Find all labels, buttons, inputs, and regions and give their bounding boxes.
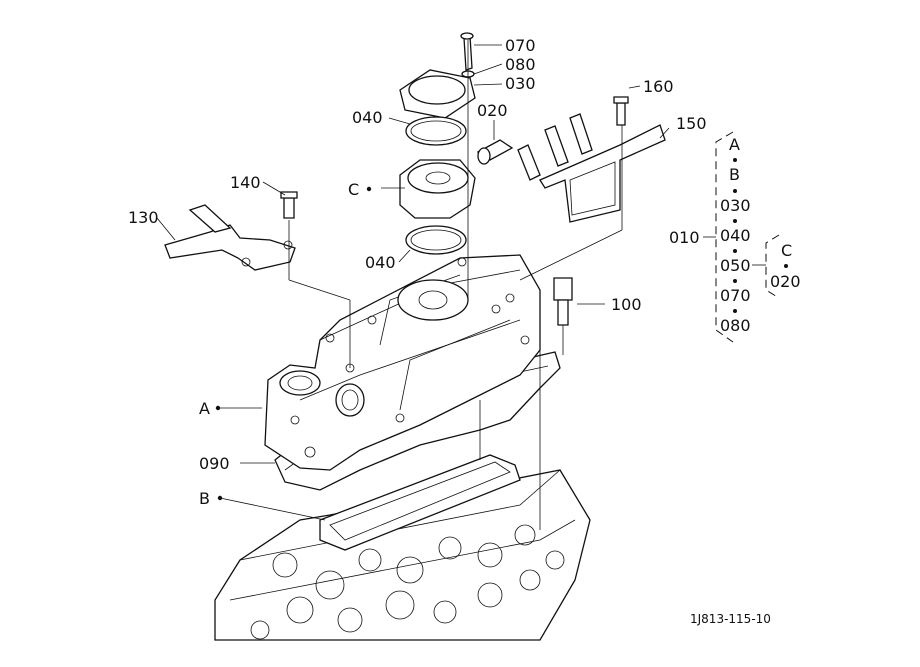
callout-a: A: [199, 399, 210, 418]
legend-item-030: 030: [720, 196, 751, 215]
callout-dots: [215, 186, 372, 501]
callout-070: 070: [505, 36, 536, 55]
gasket-plate-b: [319, 454, 521, 551]
legend-item-080: 080: [720, 316, 751, 335]
bracket-150: [517, 96, 666, 223]
callout-150: 150: [676, 114, 707, 133]
breather-assembly: [399, 32, 514, 255]
assembly-lines: [288, 40, 623, 530]
callout-c: C: [348, 180, 359, 199]
cylinder-head: [214, 469, 591, 641]
callout-090: 090: [199, 454, 230, 473]
legend-sub-020: 020: [770, 272, 801, 291]
legend-item-070: 070: [720, 286, 751, 305]
legend-assembly-010: 010: [669, 228, 700, 247]
callout-020: 020: [477, 101, 508, 120]
legend-item-b: B: [729, 165, 740, 184]
callout-100: 100: [611, 295, 642, 314]
drawing-number: 1J813-115-10: [690, 612, 771, 626]
callout-140: 140: [230, 173, 261, 192]
callout-040-bottom: 040: [365, 253, 396, 272]
callout-030: 030: [505, 74, 536, 93]
callout-leaders: [156, 44, 670, 521]
callout-130: 130: [128, 208, 159, 227]
callout-160: 160: [643, 77, 674, 96]
legend-item-040: 040: [720, 226, 751, 245]
parts-legend: 010 A B 030 040 050 070 080 C 020: [669, 131, 801, 343]
bolt-100: [553, 277, 573, 326]
legend-item-a: A: [729, 135, 740, 154]
head-cover-a: [264, 254, 541, 471]
legend-item-050: 050: [720, 256, 751, 275]
callout-b: B: [199, 489, 210, 508]
legend-sub-c: C: [781, 241, 792, 260]
bracket-130: [164, 191, 298, 271]
callout-040-top: 040: [352, 108, 383, 127]
callout-080: 080: [505, 55, 536, 74]
